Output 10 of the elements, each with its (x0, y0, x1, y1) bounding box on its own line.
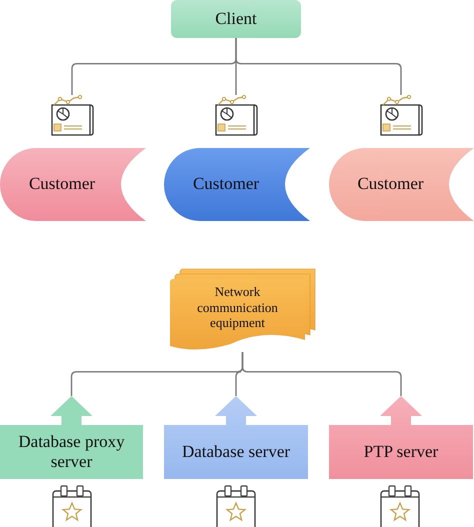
connector-line (242, 352, 402, 396)
node-label: Client (215, 8, 257, 30)
node-label: Network communication equipment (196, 284, 279, 331)
node-label: Database proxy server (17, 432, 126, 472)
connector-line (235, 38, 402, 95)
node-label: PTP server (364, 442, 438, 462)
node-label: Customer (28, 174, 96, 195)
node-label: Customer (192, 174, 260, 195)
node-label: Customer (357, 174, 424, 195)
node-label: Database server (182, 442, 290, 462)
